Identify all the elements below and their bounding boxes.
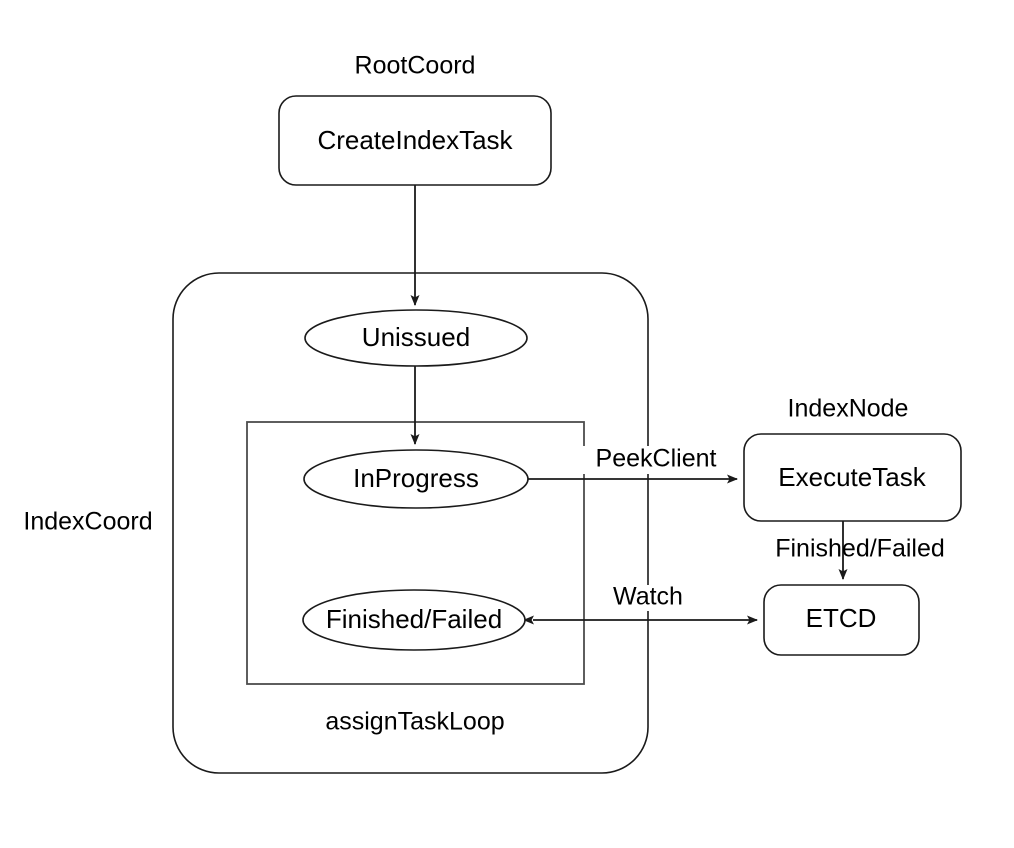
edge-label-bg-watch — [605, 585, 693, 611]
finished-failed-ellipse[interactable] — [302, 589, 526, 651]
group-indexnode: IndexNode — [788, 395, 909, 423]
etcd-label: ETCD — [806, 603, 877, 633]
unissued-ellipse[interactable] — [304, 309, 528, 367]
indexnode-label: IndexNode — [788, 395, 909, 423]
node-unissued[interactable]: Unissued — [304, 309, 528, 367]
edge-label-watch: Watch — [613, 583, 683, 611]
finished-failed-label: Finished/Failed — [326, 604, 502, 634]
unissued-label: Unissued — [362, 322, 470, 352]
node-etcd[interactable]: ETCD — [763, 584, 920, 656]
create-index-task-box[interactable] — [278, 95, 552, 186]
inprogress-label: InProgress — [353, 463, 479, 493]
edge-label-peekclient: PeekClient — [596, 445, 717, 473]
edge-execute-to-etcd: Finished/Failed — [775, 521, 945, 580]
create-index-task-label: CreateIndexTask — [317, 125, 513, 155]
indexcoord-label: IndexCoord — [23, 508, 152, 536]
node-execute-task[interactable]: ExecuteTask — [743, 433, 962, 522]
edge-label-finished-failed: Finished/Failed — [775, 535, 945, 563]
indexcoord-container — [172, 272, 649, 774]
edge-label-bg-peekclient — [580, 446, 732, 474]
etcd-box[interactable] — [763, 584, 920, 656]
execute-task-box[interactable] — [743, 433, 962, 522]
edge-inprogress-to-execute: PeekClient — [528, 445, 738, 484]
execute-task-label: ExecuteTask — [778, 462, 926, 492]
group-rootcoord: RootCoord — [355, 52, 476, 80]
assigntaskloop-label: assignTaskLoop — [325, 708, 504, 736]
group-indexcoord: IndexCoord — [23, 272, 649, 774]
node-finished-failed[interactable]: Finished/Failed — [302, 589, 526, 651]
rootcoord-label: RootCoord — [355, 52, 476, 80]
node-inprogress[interactable]: InProgress — [303, 449, 529, 509]
edge-etcd-to-finished: Watch — [523, 583, 758, 625]
inprogress-ellipse[interactable] — [303, 449, 529, 509]
node-create-index-task[interactable]: CreateIndexTask — [278, 95, 552, 186]
